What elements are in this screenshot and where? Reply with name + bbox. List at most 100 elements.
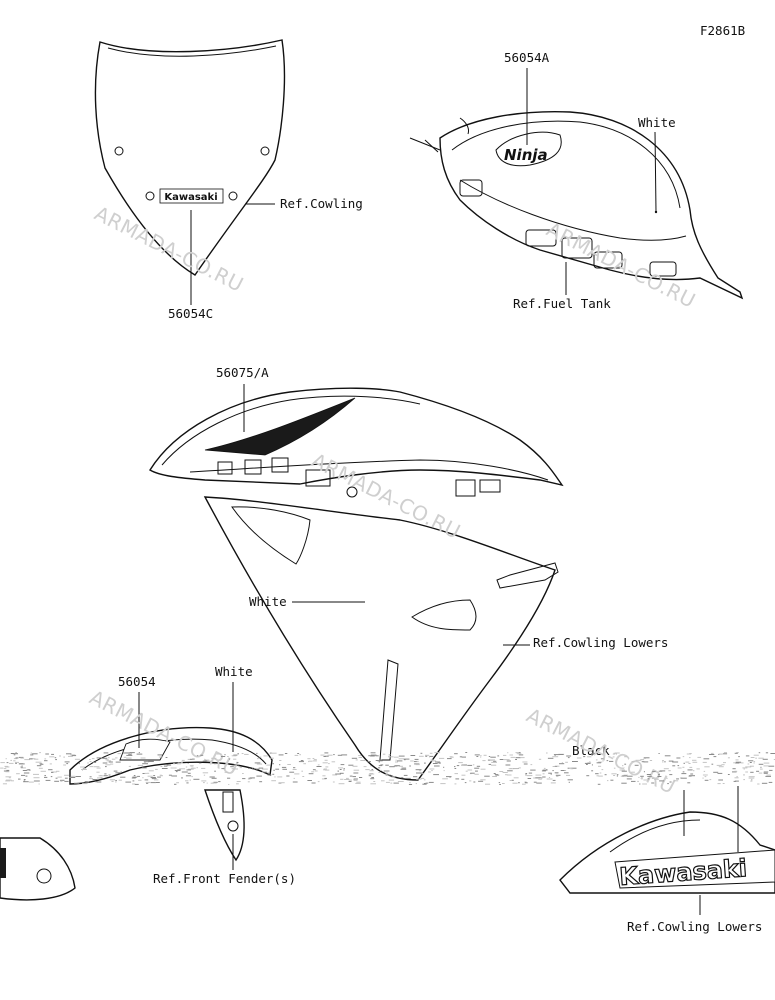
noise-speck bbox=[338, 783, 345, 785]
noise-speck bbox=[738, 756, 740, 758]
noise-speck bbox=[110, 763, 114, 765]
noise-speck bbox=[598, 765, 602, 767]
fender-ref-label: Ref.Front Fender(s) bbox=[153, 871, 296, 886]
noise-speck bbox=[682, 771, 685, 773]
noise-speck bbox=[142, 763, 148, 765]
noise-speck bbox=[115, 781, 117, 783]
noise-speck bbox=[252, 767, 254, 769]
noise-speck bbox=[60, 780, 63, 782]
noise-speck bbox=[492, 776, 497, 777]
noise-speck bbox=[287, 764, 291, 765]
noise-speck bbox=[201, 780, 207, 782]
noise-speck bbox=[71, 755, 77, 757]
noise-speck bbox=[727, 774, 730, 775]
noise-speck bbox=[621, 782, 627, 784]
noise-speck bbox=[308, 773, 314, 775]
noise-speck bbox=[348, 779, 352, 781]
noise-speck bbox=[381, 780, 385, 782]
noise-speck bbox=[237, 753, 239, 755]
noise-speck bbox=[657, 774, 660, 776]
cowling-part-number: 56075/A bbox=[216, 365, 269, 380]
noise-speck bbox=[470, 772, 475, 774]
noise-speck bbox=[758, 763, 764, 765]
noise-speck bbox=[298, 761, 304, 763]
noise-speck bbox=[491, 761, 497, 763]
noise-speck bbox=[509, 780, 512, 781]
noise-speck bbox=[465, 752, 468, 753]
noise-speck bbox=[377, 760, 383, 762]
noise-speck bbox=[241, 753, 244, 754]
noise-speck bbox=[100, 777, 103, 778]
noise-speck bbox=[138, 752, 140, 754]
noise-speck bbox=[64, 780, 69, 782]
noise-speck bbox=[480, 768, 486, 770]
noise-speck bbox=[455, 778, 460, 780]
noise-speck bbox=[255, 768, 260, 770]
noise-speck bbox=[315, 770, 318, 772]
noise-speck bbox=[507, 752, 509, 754]
noise-speck bbox=[541, 770, 546, 772]
noise-speck bbox=[367, 761, 371, 763]
noise-speck bbox=[474, 767, 480, 769]
partial-cowling-left bbox=[0, 837, 76, 901]
noise-speck bbox=[63, 756, 65, 758]
noise-speck bbox=[542, 773, 545, 775]
noise-speck bbox=[443, 770, 445, 772]
noise-speck bbox=[150, 777, 155, 778]
noise-speck bbox=[639, 783, 641, 785]
noise-speck bbox=[761, 782, 768, 784]
noise-speck bbox=[227, 756, 229, 757]
noise-speck bbox=[133, 775, 136, 776]
noise-speck bbox=[120, 776, 126, 778]
windshield-ref-label: Ref.Cowling bbox=[280, 196, 363, 211]
noise-speck bbox=[267, 772, 269, 774]
noise-speck bbox=[474, 754, 480, 756]
noise-speck bbox=[723, 752, 727, 754]
noise-speck bbox=[428, 756, 430, 758]
noise-speck bbox=[606, 760, 609, 762]
tank-ref-label: Ref.Fuel Tank bbox=[513, 296, 611, 311]
noise-speck bbox=[440, 783, 446, 785]
noise-speck bbox=[553, 754, 560, 756]
noise-speck bbox=[464, 782, 467, 784]
noise-speck bbox=[353, 779, 358, 781]
noise-speck bbox=[511, 779, 514, 781]
noise-speck bbox=[467, 769, 473, 771]
noise-speck bbox=[45, 753, 49, 755]
noise-speck bbox=[483, 754, 487, 756]
noise-speck bbox=[447, 758, 452, 760]
noise-speck bbox=[383, 770, 390, 772]
noise-speck bbox=[358, 755, 362, 757]
noise-speck bbox=[30, 754, 34, 756]
noise-speck bbox=[137, 775, 140, 777]
noise-speck bbox=[524, 781, 527, 783]
noise-speck bbox=[102, 762, 108, 764]
noise-speck bbox=[39, 763, 43, 765]
noise-speck bbox=[422, 783, 427, 785]
noise-speck bbox=[563, 770, 567, 771]
noise-speck bbox=[626, 778, 632, 780]
noise-speck bbox=[525, 782, 528, 784]
noise-speck bbox=[346, 777, 349, 779]
noise-speck bbox=[567, 779, 573, 781]
noise-speck bbox=[734, 777, 739, 779]
noise-speck bbox=[187, 772, 191, 774]
noise-speck bbox=[449, 777, 452, 778]
noise-speck bbox=[292, 769, 297, 770]
noise-speck bbox=[568, 781, 570, 783]
noise-speck bbox=[480, 756, 482, 758]
noise-speck bbox=[416, 778, 422, 780]
noise-speck bbox=[722, 783, 725, 784]
noise-speck bbox=[570, 768, 574, 770]
noise-speck bbox=[175, 771, 178, 773]
noise-speck bbox=[515, 759, 517, 760]
noise-speck bbox=[284, 753, 288, 754]
noise-speck bbox=[187, 763, 189, 764]
noise-speck bbox=[181, 759, 185, 761]
noise-speck bbox=[607, 780, 609, 782]
noise-speck bbox=[758, 772, 763, 774]
noise-speck bbox=[640, 775, 644, 777]
noise-speck bbox=[69, 777, 76, 778]
noise-speck bbox=[689, 766, 693, 768]
windshield-part bbox=[94, 39, 286, 276]
